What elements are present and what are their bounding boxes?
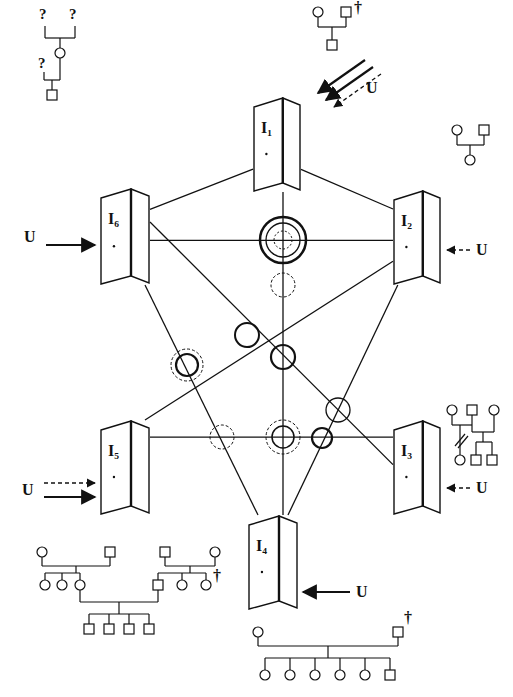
door-label: I₃ — [401, 443, 412, 459]
door-label: I₁ — [261, 120, 272, 136]
unknown-mark: ? — [69, 7, 77, 22]
connector-line — [150, 240, 393, 241]
door-label: I₂ — [401, 213, 412, 229]
connector-line — [145, 285, 258, 515]
flow-label: U — [24, 229, 36, 245]
unknown-mark: ? — [38, 56, 46, 71]
door-outline — [393, 420, 441, 515]
connector-line — [150, 169, 253, 209]
door-outline — [393, 190, 441, 285]
door: I₅ — [100, 420, 150, 515]
flow-label: U — [476, 242, 488, 258]
door-outline — [100, 420, 150, 515]
u-arrows — [44, 60, 470, 592]
connector-line — [150, 222, 393, 465]
death-mark: † — [354, 0, 362, 16]
connector-line — [150, 436, 393, 437]
door: I₄ — [248, 515, 298, 610]
flow-label: U — [356, 584, 368, 600]
death-mark: † — [404, 610, 412, 626]
connector-line — [301, 169, 393, 209]
door: I₆ — [100, 188, 150, 285]
door-outline — [248, 515, 298, 610]
connector-line — [288, 285, 398, 515]
flow-label: U — [366, 80, 378, 96]
door-label: I₅ — [108, 443, 119, 459]
unknown-mark: ? — [39, 7, 47, 22]
door-label: I₄ — [256, 538, 267, 554]
door: I₂ — [393, 190, 441, 285]
death-mark: † — [213, 568, 221, 584]
flow-label: U — [476, 480, 488, 496]
door-outline — [253, 97, 301, 192]
door: I₁ — [253, 97, 301, 192]
door-outline — [100, 188, 150, 285]
centre-circles — [171, 217, 350, 454]
flow-label: U — [22, 482, 34, 498]
pedigree — [37, 7, 499, 680]
door: I₃ — [393, 420, 441, 515]
door-label: I₆ — [108, 211, 119, 227]
